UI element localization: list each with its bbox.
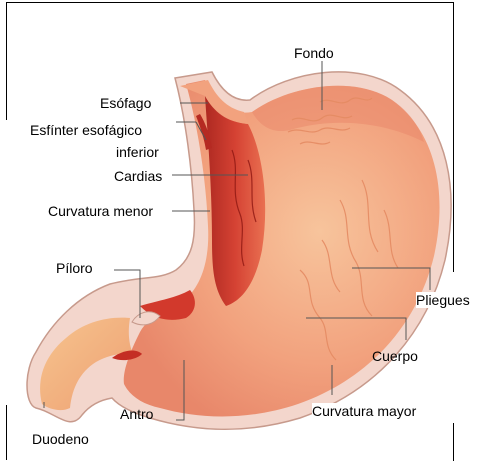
label-piloro: Píloro: [56, 260, 93, 276]
label-curvatura-menor: Curvatura menor: [48, 203, 153, 219]
label-cuerpo: Cuerpo: [372, 348, 418, 364]
label-antro: Antro: [120, 406, 153, 422]
label-curvatura-mayor: Curvatura mayor: [312, 403, 416, 419]
label-esfinter-line1: Esfínter esofágico: [30, 122, 142, 138]
label-duodeno: Duodeno: [32, 431, 89, 447]
label-pliegues: Pliegues: [416, 292, 470, 308]
label-fondo: Fondo: [294, 45, 334, 61]
label-esfinter-line2: inferior: [116, 144, 159, 160]
label-esofago: Esófago: [100, 95, 151, 111]
label-cardias: Cardias: [114, 168, 162, 184]
